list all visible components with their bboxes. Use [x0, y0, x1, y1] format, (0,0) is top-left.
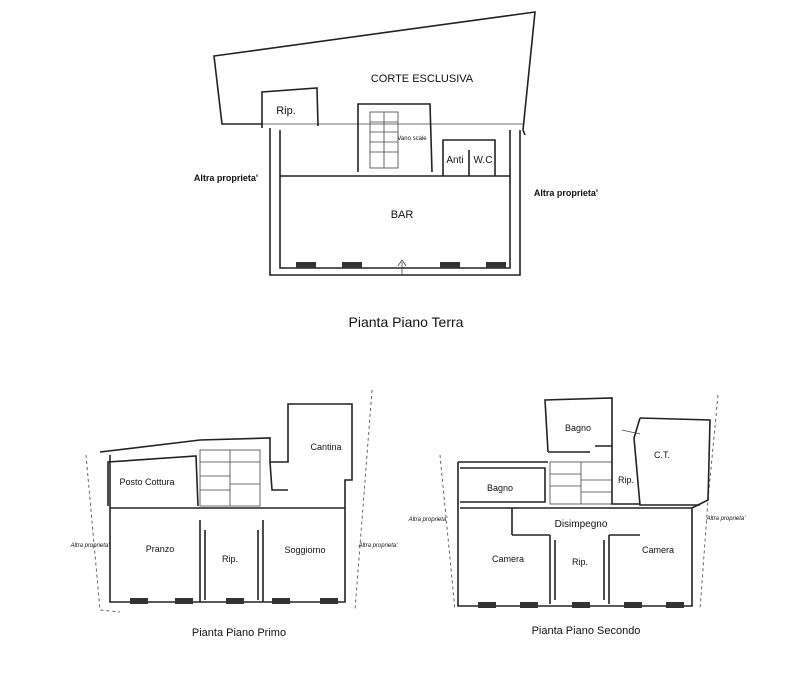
first-neighbor-right-label: Altra proprieta'	[358, 543, 399, 549]
ante-label: Anti	[446, 155, 463, 166]
storage-label: Rip.	[276, 105, 296, 117]
living-label: Soggiorno	[284, 545, 325, 555]
left-boundary	[439, 454, 456, 611]
cellar-label: Cantina	[310, 442, 341, 452]
window	[624, 602, 642, 608]
first-floor-title: Pianta Piano Primo	[192, 627, 286, 639]
ground-floor-plan: CORTE ESCLUSIVA Rip. Vano scale Anti W.C…	[194, 11, 598, 330]
court-label: CORTE ESCLUSIVA	[371, 73, 474, 85]
window	[486, 262, 506, 268]
cellar-connector	[269, 461, 288, 491]
wc-label: W.C	[474, 155, 493, 166]
window	[130, 598, 148, 604]
window	[320, 598, 338, 604]
left-boundary	[85, 454, 121, 613]
first-neighbor-left-label: Altra proprieta'	[70, 543, 111, 549]
window	[226, 598, 244, 604]
first-storage-label: Rip.	[222, 554, 238, 564]
building-inner-wall	[279, 130, 511, 269]
small-storage-walls	[611, 446, 640, 505]
stairwell-label: Vano scale	[397, 136, 427, 142]
left-bedroom-label: Camera	[492, 554, 524, 564]
window	[666, 602, 684, 608]
bar-label: BAR	[391, 209, 414, 221]
first-floor-plan: Posto Cottura Cantina Pranzo Rip. Soggio…	[70, 389, 399, 639]
second-floor-plan: Bagno C.T. Bagno Rip. Disimpegno Camera …	[408, 394, 747, 637]
right-boundary	[354, 389, 373, 611]
neighbor-left-label: Altra proprieta'	[194, 173, 258, 183]
ground-floor-title: Pianta Piano Terra	[349, 314, 464, 330]
second-neighbor-right-label: Altra proprieta'	[706, 516, 747, 522]
kitchen-walls	[107, 455, 199, 507]
neighbor-right-label: Altra proprieta'	[534, 188, 598, 198]
first-floor-outer-wall	[99, 403, 353, 603]
hall-label: Disimpegno	[555, 519, 608, 530]
second-floor-outer-wall	[457, 417, 711, 607]
window	[478, 602, 496, 608]
second-storage-label: Rip.	[572, 557, 588, 567]
window	[296, 262, 316, 268]
second-neighbor-left-label: Altra proprieta'	[408, 517, 449, 523]
top-bath-label: Bagno	[565, 423, 591, 433]
window	[440, 262, 460, 268]
boiler-room-walls	[633, 417, 700, 506]
building-outer-wall	[269, 128, 521, 276]
window	[572, 602, 590, 608]
window	[520, 602, 538, 608]
top-bath-walls	[544, 397, 613, 453]
left-bath-label: Bagno	[487, 483, 513, 493]
window	[272, 598, 290, 604]
kitchen-label: Posto Cottura	[119, 477, 174, 487]
boiler-label: C.T.	[654, 450, 670, 460]
court-boundary	[213, 11, 536, 136]
second-floor-title: Pianta Piano Secondo	[532, 625, 641, 637]
wc-walls	[442, 139, 496, 176]
left-bath-walls	[460, 467, 546, 503]
window	[175, 598, 193, 604]
dining-label: Pranzo	[146, 544, 175, 554]
stairwell-walls	[357, 103, 433, 173]
window	[342, 262, 362, 268]
storage-room-walls	[261, 87, 319, 128]
small-storage-label: Rip.	[618, 475, 634, 485]
right-bedroom-label: Camera	[642, 545, 674, 555]
